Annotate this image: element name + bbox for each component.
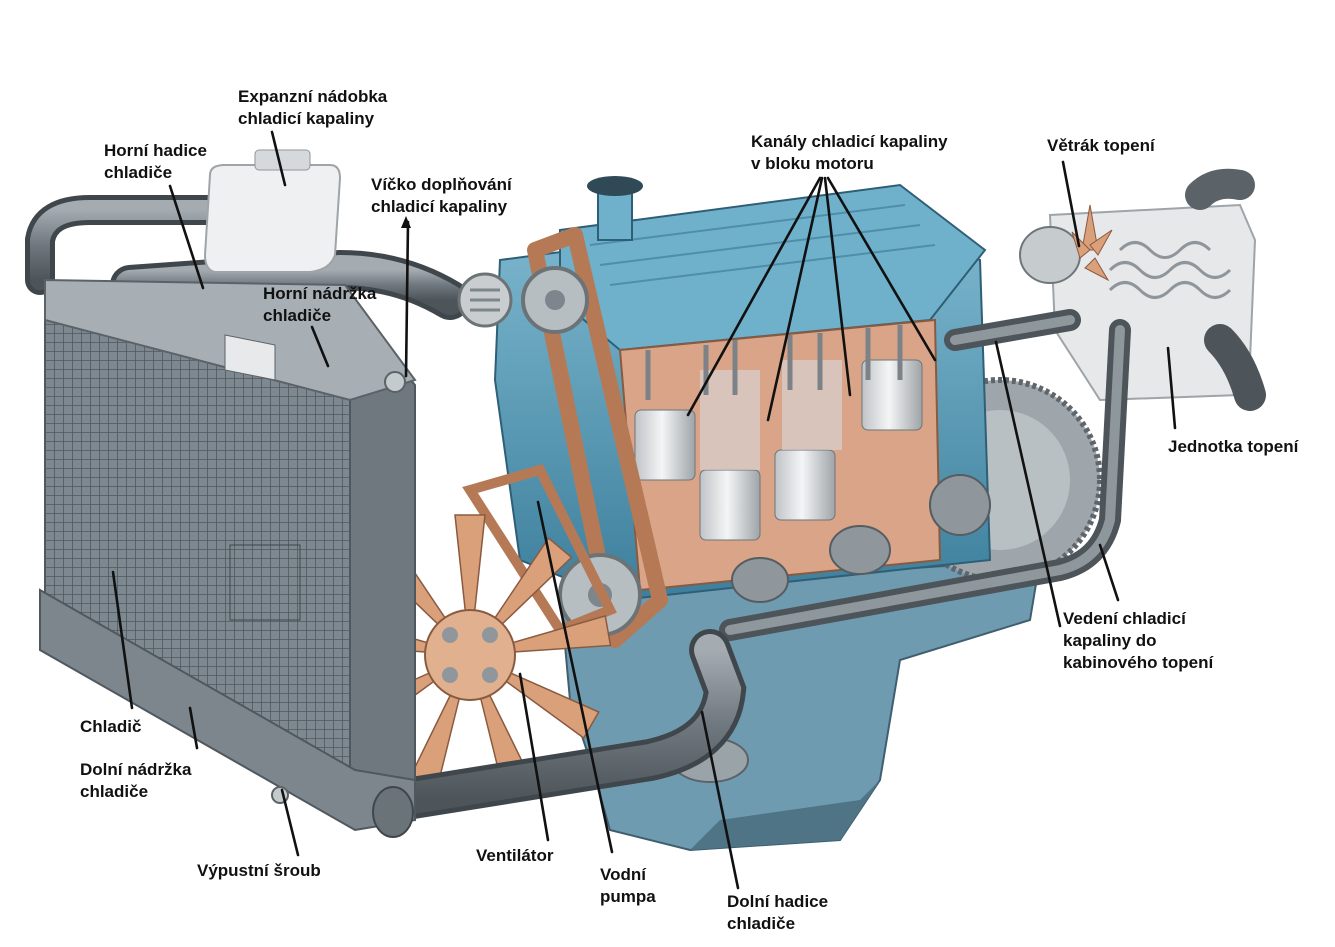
label-heater-fan: Větrák topení	[1047, 136, 1155, 155]
leader-channels-1	[686, 176, 822, 417]
label-radiator: Chladič	[80, 717, 142, 736]
leader-channels-4	[826, 176, 937, 362]
label-heater-unit: Jednotka topení	[1168, 437, 1299, 456]
heater-pipes	[719, 309, 1131, 641]
engine-block	[493, 176, 992, 603]
leader-heater-pipe-1	[994, 340, 1062, 628]
leader-lines	[111, 130, 1177, 890]
expansion-tank	[203, 149, 342, 273]
pistons	[634, 359, 923, 541]
leader-upper-hose	[168, 184, 205, 290]
heater-unit	[1019, 168, 1266, 411]
leader-fan	[518, 672, 550, 842]
leader-arrowheads	[401, 216, 411, 228]
leader-heater-fan	[1061, 160, 1081, 248]
radiator	[39, 278, 417, 838]
leader-heater-pipe-2	[1098, 543, 1120, 602]
leader-filler-cap	[404, 220, 410, 378]
label-drain-plug: Výpustní šroub	[197, 861, 321, 880]
upper-hoses	[25, 195, 470, 320]
leader-water-pump	[536, 500, 614, 854]
leader-drain-plug	[280, 788, 300, 857]
leader-upper-tank	[310, 325, 330, 368]
label-fan: Ventilátor	[476, 846, 554, 865]
leader-lower-hose	[700, 710, 740, 890]
leader-heater-unit	[1166, 346, 1177, 430]
leader-expansion-tank	[270, 130, 287, 187]
leader-lower-tank	[188, 706, 199, 750]
leader-radiator	[111, 570, 134, 710]
crankshaft	[731, 474, 991, 603]
lower-hose	[379, 629, 747, 821]
leader-channels-3	[823, 176, 852, 397]
thermostat	[457, 272, 513, 328]
leader-channels-2	[766, 176, 824, 422]
